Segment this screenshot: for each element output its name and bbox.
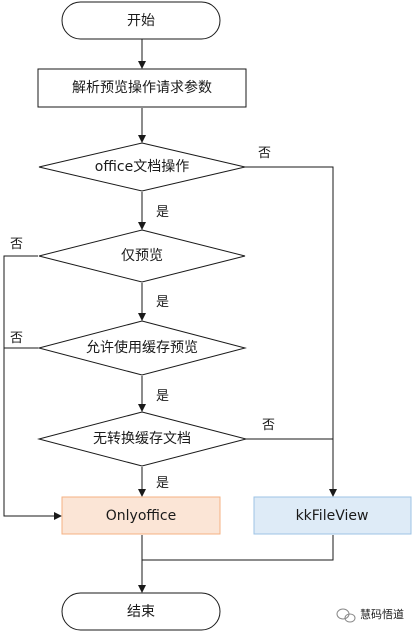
node-allow-cache: 允许使用缓存预览 [37,320,247,376]
node-parse: 解析预览操作请求参数 [37,68,247,108]
node-end: 结束 [61,592,221,631]
label-office-no: 否 [258,146,271,161]
node-parse-label: 解析预览操作请求参数 [72,79,212,96]
node-allow-cache-label: 允许使用缓存预览 [86,339,198,356]
node-end-label: 结束 [127,604,155,620]
wechat-icon [336,608,356,623]
node-kkfileview-label: kkFileView [296,508,369,524]
watermark-text: 慧码悟道 [360,607,404,621]
edge-kkfileview-to-end [142,535,334,561]
label-convert-yes: 是 [156,476,169,491]
label-convert-no: 否 [262,418,275,433]
connectors [3,39,337,593]
node-no-convert-cache-label: 无转换缓存文档 [93,430,191,447]
node-onlyoffice: Onlyoffice [61,496,221,535]
label-cache-no: 否 [10,331,23,346]
edge-labels: 否 是 否 是 否 是 否 是 [10,146,275,491]
node-preview-only: 仅预览 [38,229,246,283]
node-preview-only-label: 仅预览 [121,248,163,264]
edge-preview-no [3,255,62,520]
node-start: 开始 [61,1,221,40]
label-office-yes: 是 [156,205,169,220]
label-preview-yes: 是 [156,295,169,310]
label-cache-yes: 是 [156,389,169,404]
node-office-check-label: office文档操作 [95,159,189,175]
label-preview-no: 否 [10,237,23,252]
watermark: 慧码悟道 [336,607,404,623]
node-office-check: office文档操作 [38,142,246,192]
edge-office-no [245,166,337,497]
node-onlyoffice-label: Onlyoffice [106,508,176,524]
node-no-convert-cache: 无转换缓存文档 [37,411,248,467]
node-start-label: 开始 [127,13,155,29]
node-kkfileview: kkFileView [253,496,412,535]
